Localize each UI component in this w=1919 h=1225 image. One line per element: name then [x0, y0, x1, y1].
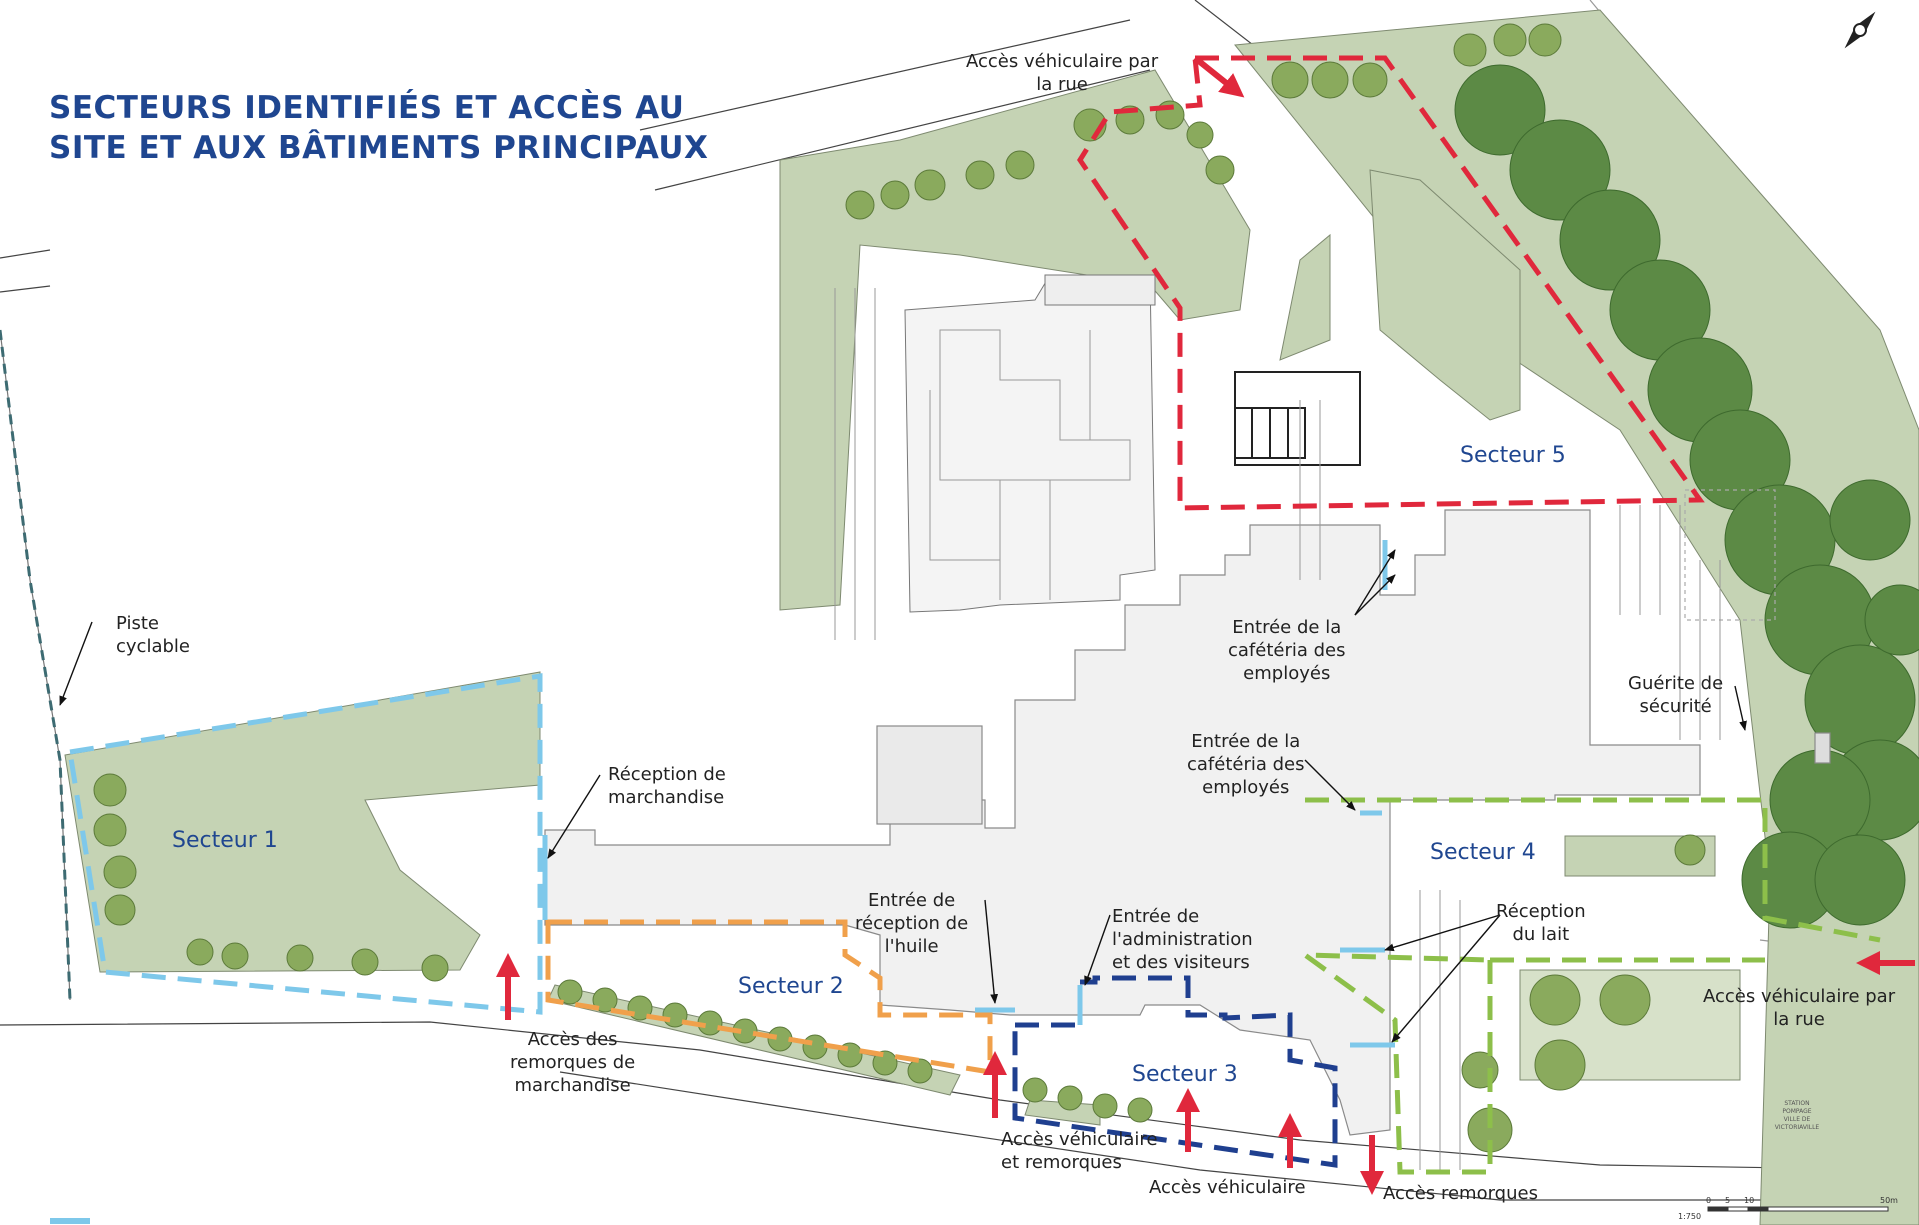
label-line: Entrée de la	[1232, 617, 1342, 638]
label-acces-rue-right: Accès véhiculaire par la rue	[1703, 985, 1895, 1031]
station-label: STATION POMPAGE VILLE DE VICTORIAVILLE	[1762, 1100, 1832, 1132]
legend-swatch	[50, 1218, 90, 1224]
label-line: marchandise	[514, 1075, 631, 1096]
label-line: cafétéria des	[1228, 640, 1346, 661]
label-line: marchandise	[608, 787, 725, 808]
access-arrows	[496, 55, 1915, 1195]
label-reception-marchandise: Réception de marchandise	[608, 763, 726, 809]
label-vehiculaire-remorques: Accès véhiculaire et remorques	[1001, 1128, 1158, 1174]
parking	[834, 288, 1721, 1170]
label-line: Guérite de	[1628, 673, 1724, 694]
station-line: VILLE DE	[1783, 1116, 1811, 1123]
label-line: Entrée de la	[1191, 731, 1301, 752]
label-admin: Entrée de l'administration et des visite…	[1112, 905, 1253, 974]
sector-3-label: Secteur 3	[1132, 1062, 1238, 1087]
label-line: et des visiteurs	[1112, 952, 1250, 973]
label-guerite: Guérite de sécurité	[1628, 672, 1723, 718]
sector-5-label: Secteur 5	[1460, 443, 1566, 468]
north-arrow-icon	[1844, 11, 1876, 49]
station-line: STATION	[1784, 1100, 1810, 1107]
scale-ratio: 1:750	[1678, 1212, 1702, 1221]
label-line: Piste	[116, 613, 159, 634]
label-piste-cyclable: Piste cyclable	[116, 612, 190, 658]
scale-tick-50: 50m	[1880, 1196, 1898, 1205]
label-acces-rue-top: Accès véhiculaire par la rue	[966, 50, 1158, 96]
sector-4-outline	[1296, 797, 1881, 1175]
sector-4-label: Secteur 4	[1430, 840, 1536, 865]
station-line: POMPAGE	[1782, 1108, 1812, 1115]
label-line: Accès véhiculaire par	[1703, 986, 1896, 1007]
label-line: Accès véhiculaire	[1001, 1129, 1158, 1150]
title-line-1: SECTEURS IDENTIFIÉS ET ACCÈS AU	[49, 90, 685, 126]
scale-bar-icon	[1707, 1206, 1889, 1212]
sector-5-outline	[1077, 55, 1705, 511]
label-line: la rue	[1773, 1009, 1825, 1030]
label-line: employés	[1202, 777, 1290, 798]
main-building	[544, 371, 1831, 1136]
label-line: Entrée de	[867, 890, 956, 911]
label-cafeteria-2: Entrée de la cafétéria des employés	[1187, 730, 1305, 799]
label-line: remorques de	[510, 1052, 636, 1073]
leader-lines	[59, 549, 1747, 1043]
label-line: cyclable	[116, 636, 190, 657]
label-reception-lait: Réception du lait	[1496, 900, 1586, 946]
label-remorques-marchandise: Accès des remorques de marchandise	[510, 1028, 635, 1097]
label-line: du lait	[1512, 924, 1570, 945]
label-line: cafétéria des	[1187, 754, 1305, 775]
sector-1-label: Secteur 1	[172, 828, 278, 853]
page-title: SECTEURS IDENTIFIÉS ET ACCÈS AU SITE ET …	[49, 88, 708, 168]
sector-2-outline	[545, 919, 993, 1075]
old-building	[904, 274, 1156, 613]
station-line: VICTORIAVILLE	[1774, 1124, 1820, 1131]
sector-2-label: Secteur 2	[738, 974, 844, 999]
entrance-markers	[542, 540, 1395, 1048]
bike-path-line	[0, 329, 72, 1001]
arrow-top-street	[1193, 55, 1245, 98]
sector-1-outline	[67, 673, 543, 1015]
label-line: sécurité	[1639, 696, 1712, 717]
title-line-2: SITE ET AUX BÂTIMENTS PRINCIPAUX	[49, 130, 709, 166]
label-line: Accès des	[527, 1029, 618, 1050]
label-line: l'administration	[1112, 929, 1253, 950]
label-vehiculaire: Accès véhiculaire	[1149, 1177, 1306, 1198]
scale-tick-0: 0	[1706, 1196, 1712, 1205]
scale-tick-10: 10	[1744, 1196, 1755, 1205]
label-line: employés	[1243, 663, 1331, 684]
label-cafeteria-1: Entrée de la cafétéria des employés	[1228, 616, 1346, 685]
label-line: réception de	[855, 913, 969, 934]
label-line: Accès véhiculaire par	[966, 51, 1159, 72]
label-line: Réception de	[608, 764, 726, 785]
label-remorques: Accès remorques	[1383, 1183, 1538, 1204]
label-line: Réception	[1496, 901, 1586, 922]
scale-tick-5: 5	[1725, 1196, 1731, 1205]
label-line: et remorques	[1001, 1152, 1122, 1173]
label-line: l'huile	[884, 936, 939, 957]
label-line: la rue	[1036, 74, 1088, 95]
woods	[1454, 64, 1919, 929]
label-line: Entrée de	[1112, 906, 1200, 927]
label-reception-huile: Entrée de réception de l'huile	[855, 889, 968, 958]
